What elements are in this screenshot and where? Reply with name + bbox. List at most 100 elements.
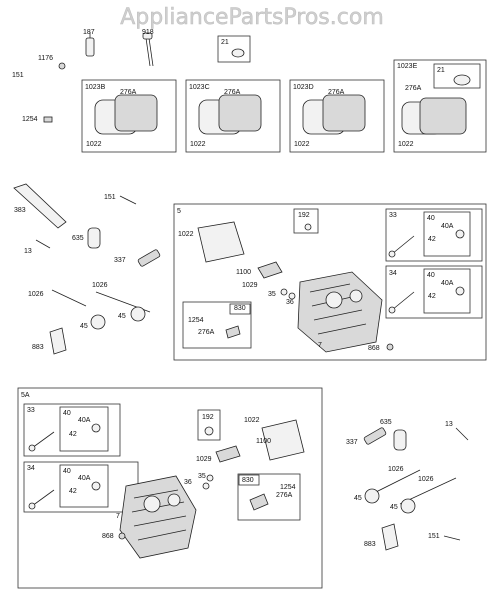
gasket-883 [49, 327, 67, 355]
part-label-1026-r-b: 1026 [418, 476, 434, 483]
svg-text:35: 35 [268, 291, 276, 298]
tube-383 [13, 183, 67, 229]
svg-text:276A: 276A [405, 85, 422, 92]
part-label-13-r: 13 [445, 421, 453, 428]
svg-text:276A: 276A [198, 329, 215, 336]
svg-text:830: 830 [242, 477, 254, 484]
cover-kit-1023E: 1023E 21 276A 1022 [393, 59, 487, 153]
svg-text:192: 192 [298, 212, 310, 219]
svg-text:34: 34 [27, 465, 35, 472]
part-label-45-r-b: 45 [390, 504, 398, 511]
svg-text:40: 40 [63, 410, 71, 417]
pushrod-a [51, 289, 87, 307]
washer-1176 [58, 62, 66, 70]
svg-text:40: 40 [63, 468, 71, 475]
spark-plug-337 [137, 249, 161, 267]
svg-text:40: 40 [427, 215, 435, 222]
stud-13-r [455, 427, 469, 441]
svg-text:7: 7 [116, 513, 120, 520]
cover-kit-1023D: 1023D 276A 1022 [289, 79, 385, 153]
svg-text:276A: 276A [224, 89, 241, 96]
svg-text:1254: 1254 [188, 317, 204, 324]
part-label-337-r: 337 [346, 439, 358, 446]
screw-1254 [43, 116, 53, 123]
seal-21 [231, 48, 245, 58]
part-label-635-r: 635 [380, 419, 392, 426]
svg-text:34: 34 [389, 270, 397, 277]
svg-text:276A: 276A [276, 492, 293, 499]
svg-text:36: 36 [286, 299, 294, 306]
part-label-151-left: 151 [104, 194, 116, 201]
svg-text:1022: 1022 [86, 141, 102, 148]
part-label-45-b: 45 [118, 313, 126, 320]
section-5-box-830: 830 1254 276A [182, 301, 252, 349]
tube-187 [85, 32, 95, 57]
section-5: 5 1022 192 1100 1029 35 36 7 868 830 125… [173, 203, 487, 361]
svg-text:1029: 1029 [196, 456, 212, 463]
lifter-r-a [364, 488, 380, 504]
svg-text:868: 868 [368, 345, 380, 352]
svg-text:42: 42 [428, 236, 436, 243]
svg-text:7: 7 [318, 342, 322, 349]
svg-text:1022: 1022 [244, 417, 260, 424]
dipstick-918 [142, 32, 154, 67]
part-label-151: 151 [12, 72, 24, 79]
svg-text:1022: 1022 [294, 141, 310, 148]
svg-text:1023E: 1023E [397, 63, 418, 70]
watermark: AppliancePartsPros.com [120, 5, 384, 30]
svg-text:21: 21 [437, 67, 445, 74]
part-label-1026-r-a: 1026 [388, 466, 404, 473]
svg-text:40A: 40A [78, 417, 91, 424]
gasket-883-r [381, 523, 399, 551]
part-label-1176: 1176 [38, 55, 53, 62]
svg-text:276A: 276A [120, 89, 137, 96]
svg-text:1022: 1022 [190, 141, 206, 148]
spark-plug-337-r [363, 427, 387, 445]
part-label-918: 918 [142, 29, 154, 36]
part-label-635: 635 [72, 235, 84, 242]
part-label-45-a: 45 [80, 323, 88, 330]
part-label-187: 187 [83, 29, 95, 36]
svg-text:1023B: 1023B [85, 84, 106, 91]
svg-text:1100: 1100 [256, 438, 271, 445]
lifter-b [130, 306, 146, 322]
part-label-151-r: 151 [428, 533, 440, 540]
svg-text:42: 42 [69, 431, 77, 438]
kit-box-21-label: 21 [221, 39, 229, 46]
kit-box-21 [217, 35, 251, 63]
svg-text:40: 40 [427, 272, 435, 279]
svg-text:33: 33 [27, 407, 35, 414]
part-label-337: 337 [114, 257, 126, 264]
section-5-box-33: 33 40 40A 42 [385, 208, 483, 262]
svg-text:868: 868 [102, 533, 114, 540]
section-5a-box-34: 34 40 40A 42 [23, 461, 139, 513]
svg-text:276A: 276A [328, 89, 345, 96]
svg-text:1022: 1022 [178, 231, 194, 238]
lifter-r-b [400, 498, 416, 514]
svg-text:1254: 1254 [280, 484, 296, 491]
svg-text:33: 33 [389, 212, 397, 219]
svg-text:1100: 1100 [236, 269, 251, 276]
part-label-1254: 1254 [22, 116, 38, 123]
section-5a-box-33: 33 40 40A 42 [23, 403, 121, 457]
svg-text:1023C: 1023C [189, 84, 210, 91]
part-label-13: 13 [24, 248, 32, 255]
svg-text:40A: 40A [78, 475, 91, 482]
screw-151-r [443, 535, 461, 541]
pushrod-r-a [375, 469, 421, 493]
svg-text:42: 42 [428, 293, 436, 300]
cover-kit-1023B: 1023B 276A 1022 [81, 79, 177, 153]
lifter-a [90, 314, 106, 330]
part-label-1026-b: 1026 [92, 282, 108, 289]
svg-text:42: 42 [69, 488, 77, 495]
svg-text:40A: 40A [441, 223, 454, 230]
svg-text:1029: 1029 [242, 282, 258, 289]
svg-text:1023D: 1023D [293, 84, 314, 91]
cover-kit-1023C: 1023C 276A 1022 [185, 79, 281, 153]
section-5a-box-830: 830 1254 276A [237, 473, 301, 521]
svg-text:1022: 1022 [398, 141, 414, 148]
part-label-45-r-a: 45 [354, 495, 362, 502]
svg-text:40A: 40A [441, 280, 454, 287]
boot-635 [87, 227, 101, 249]
